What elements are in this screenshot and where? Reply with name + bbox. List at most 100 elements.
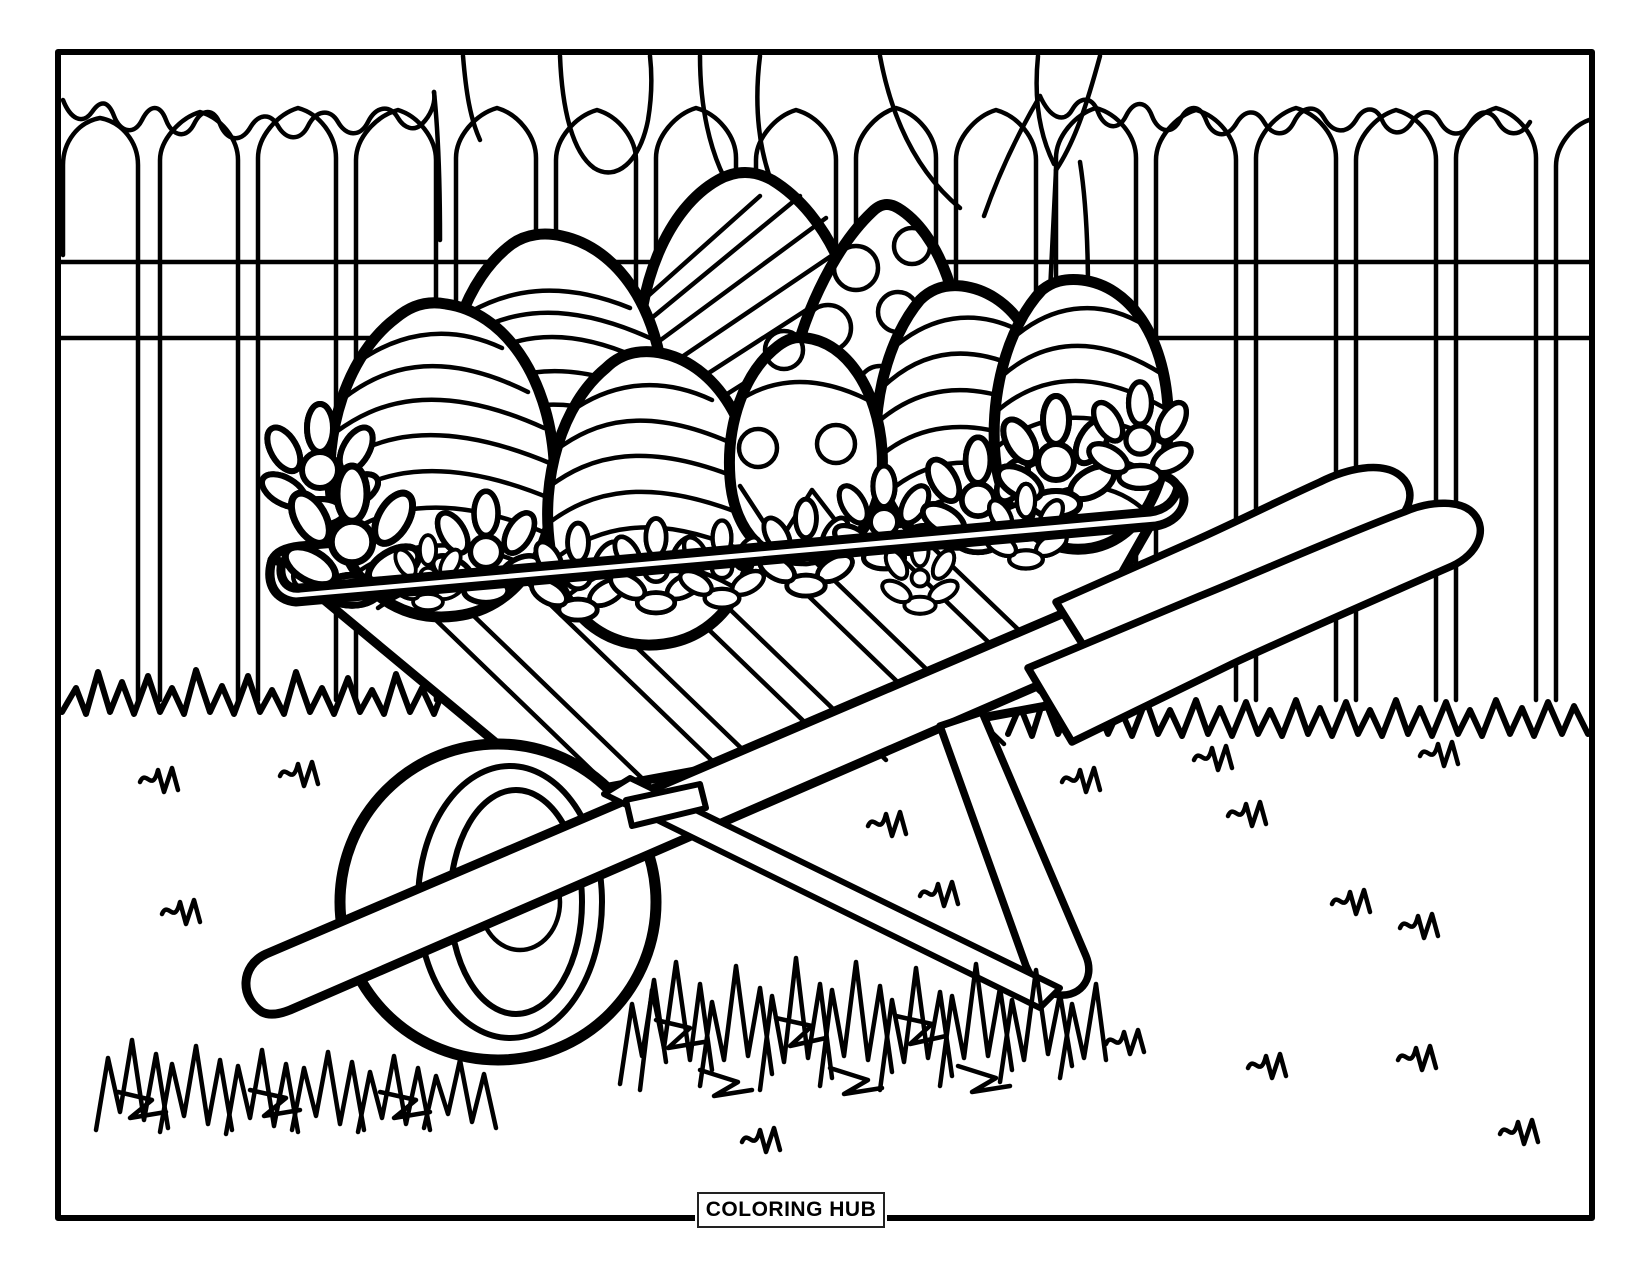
tree-branch-7 [1034,53,1057,167]
grass-cross-blade-2 [773,1015,829,1049]
grass-tuft-6 [1417,739,1461,769]
fence-picket-6 [553,107,639,703]
egg-6-band-top [731,379,871,407]
foreground-grass [93,739,1541,1155]
egg-6-dot-top [762,328,806,372]
grass-blade-group-4 [817,959,895,1089]
egg-3-hatch-2 [639,193,803,329]
daisy-13 [880,533,960,616]
fence-picket-2 [157,109,241,703]
daisy-11 [1086,379,1194,492]
egg-5-band-3 [547,489,759,525]
grass-tuft-8 [1329,887,1373,917]
tree-branch-6 [877,53,963,211]
grass-cross-blade-4 [697,1067,755,1099]
daisy-center [299,449,341,491]
daisy-center [1123,423,1157,457]
grass-tuft-2 [277,759,321,789]
footer-brand-label: COLORING HUB [705,1198,877,1221]
grass-tuft-11 [1245,1051,1289,1081]
egg-5-band-6 [567,382,715,415]
grass-left-cross-1 [115,1089,169,1121]
fence-picket-10 [953,107,1039,703]
egg-1-stripe-1 [341,363,531,401]
support-strut-bar [601,775,1063,1011]
daisy-petal [304,401,336,455]
footer-brand-badge: COLORING HUB [697,1192,885,1228]
egg-5-band-2 [547,453,755,489]
fence-picket-15 [1453,105,1539,703]
grass-tuft-16 [917,879,961,909]
tree-branch-2 [460,53,483,143]
egg-1-stripe-2 [333,397,547,435]
tree-canopy-lobe-1 [557,53,654,175]
fence-picket-4 [353,107,439,703]
wheelbarrow-rim-front-overlay [265,481,1189,607]
grass-cross-blade-5 [827,1065,885,1097]
daisy-center [327,517,377,567]
tree-branch-8 [1053,53,1103,173]
tree-branch-5 [981,93,1043,219]
axle-bracket [623,781,709,829]
grass-left-blades-3 [223,1047,301,1137]
grass-blade-group-2 [697,963,775,1089]
egg-6-dot-left [736,426,780,470]
grass-tuft-10 [1103,1027,1147,1057]
fence-picket-11 [1053,105,1139,703]
daisy-center [1035,441,1077,483]
tree-branch-1 [431,89,443,243]
egg-8-stripe-1 [999,343,1165,379]
grass-tuft-7 [1225,799,1269,829]
bush-foliage-right [1037,93,1533,137]
wheelbarrow-support-strut [601,775,1063,1011]
fence-picket-12 [1153,107,1239,703]
grass-blade-group-3 [757,955,835,1093]
egg-6-decoration [731,328,871,547]
grass-tuft-9 [1397,911,1441,941]
daisy-center [467,533,505,571]
fence-picket-5 [453,105,539,703]
grass-tuft-15 [865,809,909,839]
egg-4-dot-1 [831,243,881,293]
fence-picket-9 [853,105,939,703]
daisy-center [909,567,931,589]
grass-cross-blade-6 [955,1063,1013,1095]
egg-5-band-1 [553,418,745,453]
grass-tuft-1 [137,765,181,795]
grass-tuft-13 [1497,1117,1541,1147]
egg-2-stripe-6 [467,288,633,315]
fence-pickets [60,105,1592,703]
grass-blade-group-9 [1057,981,1109,1081]
grass-cross-blade-3 [893,1013,949,1047]
fence-picket-16 [1553,117,1592,703]
fence-picket-13 [1253,105,1339,703]
egg-3-hatch-1 [645,193,763,299]
grass-left-blades-4 [289,1049,367,1133]
grass-dense-patch [617,955,1109,1099]
grass-tuft-3 [159,897,203,927]
grass-left-cross-3 [377,1089,433,1121]
grass-tuft-5 [1191,743,1235,773]
fence-picket-3 [255,105,339,703]
grass-blade-group-6 [937,961,1015,1089]
grass-blade-group-8 [617,977,669,1087]
grass-tuft-4 [1059,765,1103,795]
grass-left-cross-2 [247,1087,303,1119]
grass-tuft-12 [1395,1043,1439,1073]
fence-picket-8 [753,107,839,703]
grass-left-blades-2 [157,1043,235,1135]
grass-left-patch [93,1037,499,1137]
grass-blade-group-5 [877,965,955,1093]
egg-6-dot-right [814,422,858,466]
grass-tufts [137,739,1541,1155]
grass-tuft-14 [739,1125,783,1155]
grass-left-blades-1 [93,1037,171,1133]
egg-1-stripe-8 [355,331,505,365]
fence-picket-1 [60,115,141,703]
fence-picket-14 [1353,107,1439,703]
egg-7-band-6 [895,315,1029,347]
grass-left-blades-5 [355,1053,433,1135]
wheelbarrow-handles [1024,463,1485,746]
grass-cross-blade-1 [653,1017,707,1051]
